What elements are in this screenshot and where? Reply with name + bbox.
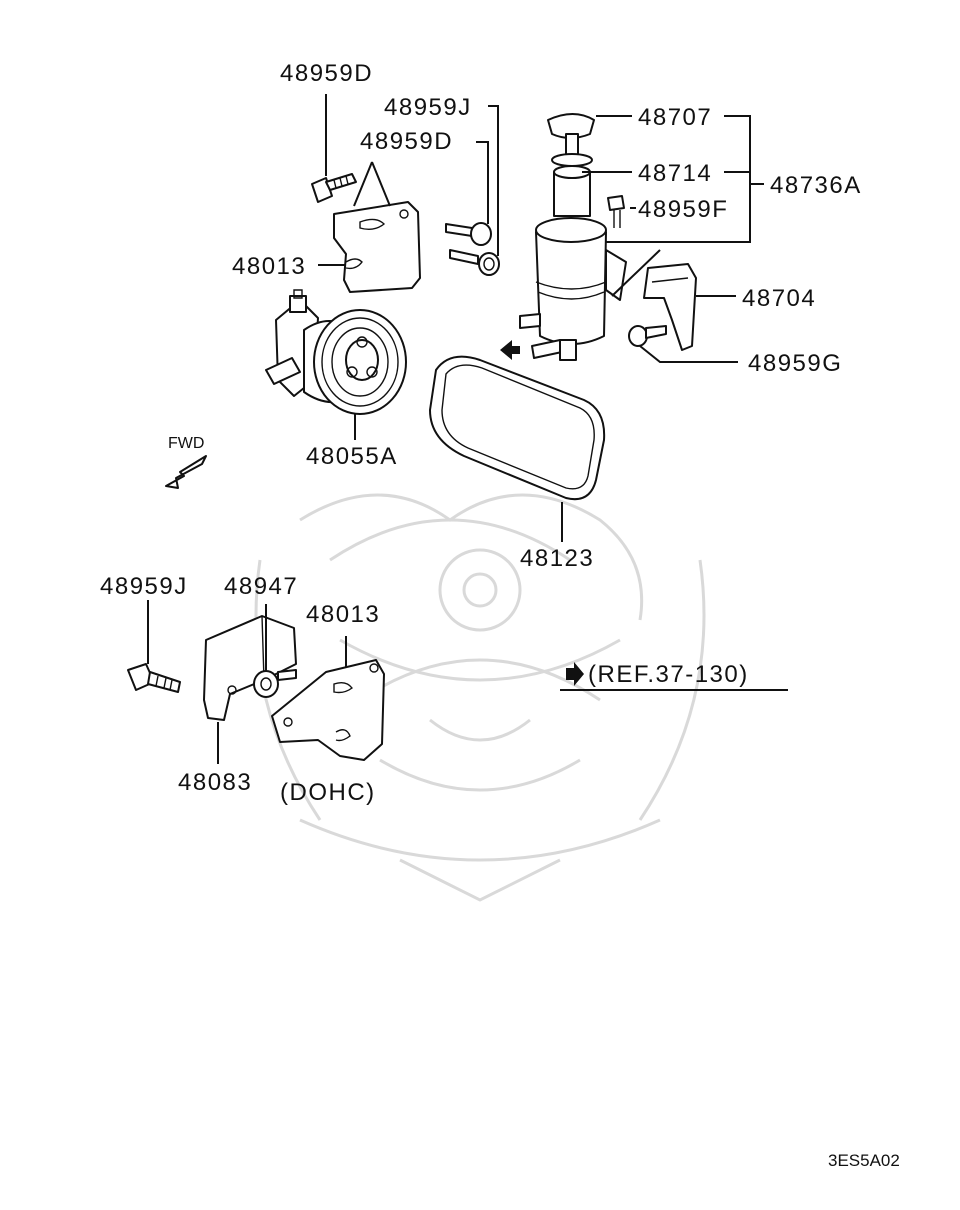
leader-48736A <box>606 115 764 243</box>
bolt-48959D-top <box>311 173 357 203</box>
leader-48959G <box>639 345 738 363</box>
label-48959J-top: 48959J <box>384 94 472 121</box>
label-48959J-bottom: 48959J <box>100 573 188 600</box>
bolt-48959J-top-a <box>445 222 492 246</box>
bracket-48083 <box>203 615 297 721</box>
label-48083: 48083 <box>178 769 252 796</box>
bracket-48704 <box>643 263 697 351</box>
label-48123: 48123 <box>520 545 594 572</box>
nut-48947 <box>253 669 297 698</box>
label-dohc: (DOHC) <box>280 779 376 806</box>
belt-48123 <box>429 355 606 501</box>
label-48959G: 48959G <box>748 350 842 377</box>
fwd-arrow-icon <box>165 455 207 489</box>
bracket-48013-top <box>333 201 421 293</box>
label-fwd: FWD <box>168 435 204 452</box>
label-48707: 48707 <box>638 104 712 131</box>
reservoir-48736A <box>519 113 627 361</box>
right-arrow-icon <box>566 662 584 686</box>
pump-48055A <box>265 289 407 415</box>
label-48947: 48947 <box>224 573 298 600</box>
bolt-48959J-bottom <box>127 663 181 693</box>
leader-48959D-mid <box>353 161 391 207</box>
label-48013-bottom: 48013 <box>306 601 380 628</box>
label-48704: 48704 <box>742 285 816 312</box>
label-ref: (REF.37-130) <box>588 661 749 688</box>
label-48013-top: 48013 <box>232 253 306 280</box>
diagram-code: 3ES5A02 <box>828 1151 900 1170</box>
leader-48959J-top-b <box>488 105 499 256</box>
label-48055A: 48055A <box>306 443 398 470</box>
label-48959D-top: 48959D <box>280 60 373 87</box>
bracket-48013-bottom <box>271 659 385 761</box>
label-48736A: 48736A <box>770 172 862 199</box>
leader-48959J-top-a <box>476 141 489 224</box>
rotation-arrow-icon <box>500 340 520 360</box>
label-48714: 48714 <box>638 160 712 187</box>
label-48959D-mid: 48959D <box>360 128 453 155</box>
bolt-48959F <box>607 195 625 228</box>
bolt-48959G <box>628 325 667 347</box>
bolt-48959J-top-b <box>449 249 500 276</box>
leader-break <box>611 249 661 297</box>
label-48959F: 48959F <box>638 196 728 223</box>
